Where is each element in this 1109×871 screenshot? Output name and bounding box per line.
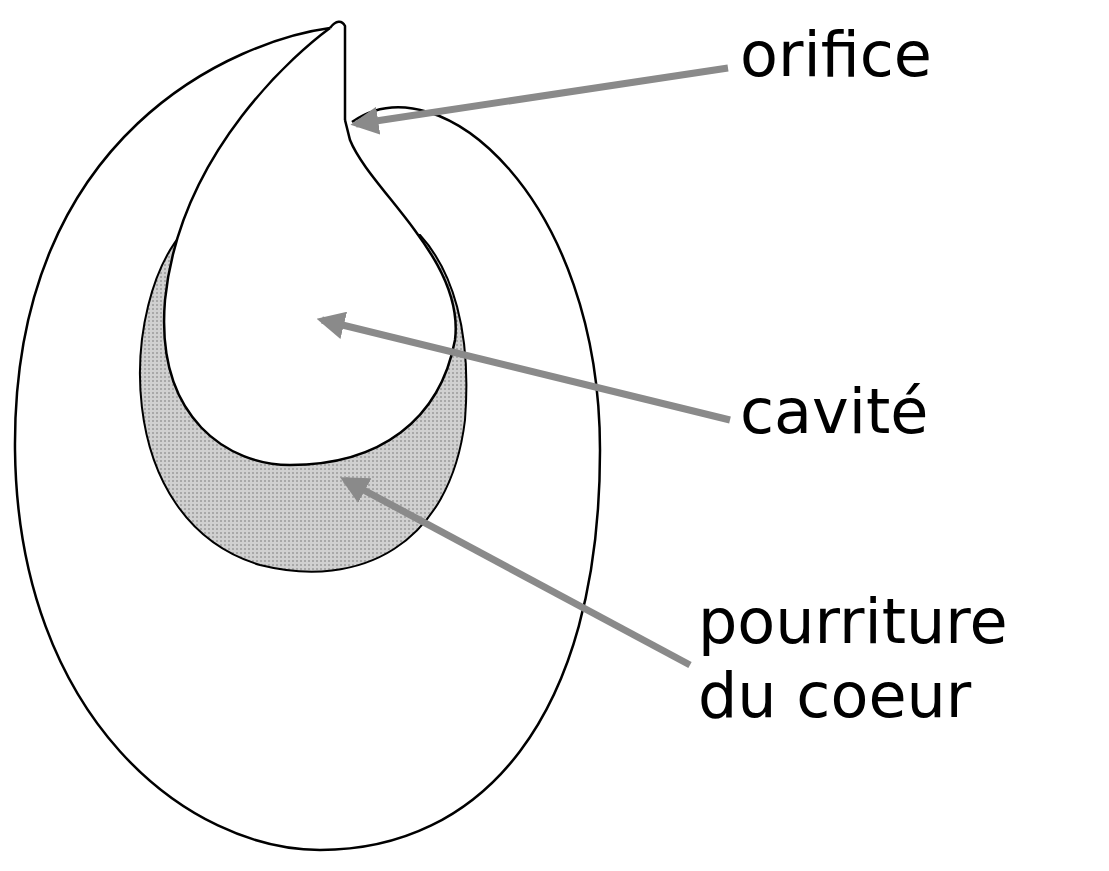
part-label: orifice — [740, 18, 1100, 92]
leader-arrow — [345, 480, 690, 665]
part-label: cavité — [740, 375, 1100, 449]
leader-arrow — [356, 68, 728, 124]
orifice-notch — [330, 22, 345, 120]
leader-arrow — [322, 320, 730, 420]
cavity-outline — [164, 28, 456, 465]
trunk-outline — [15, 28, 600, 850]
part-label: pourriture du coeur — [698, 585, 1098, 734]
